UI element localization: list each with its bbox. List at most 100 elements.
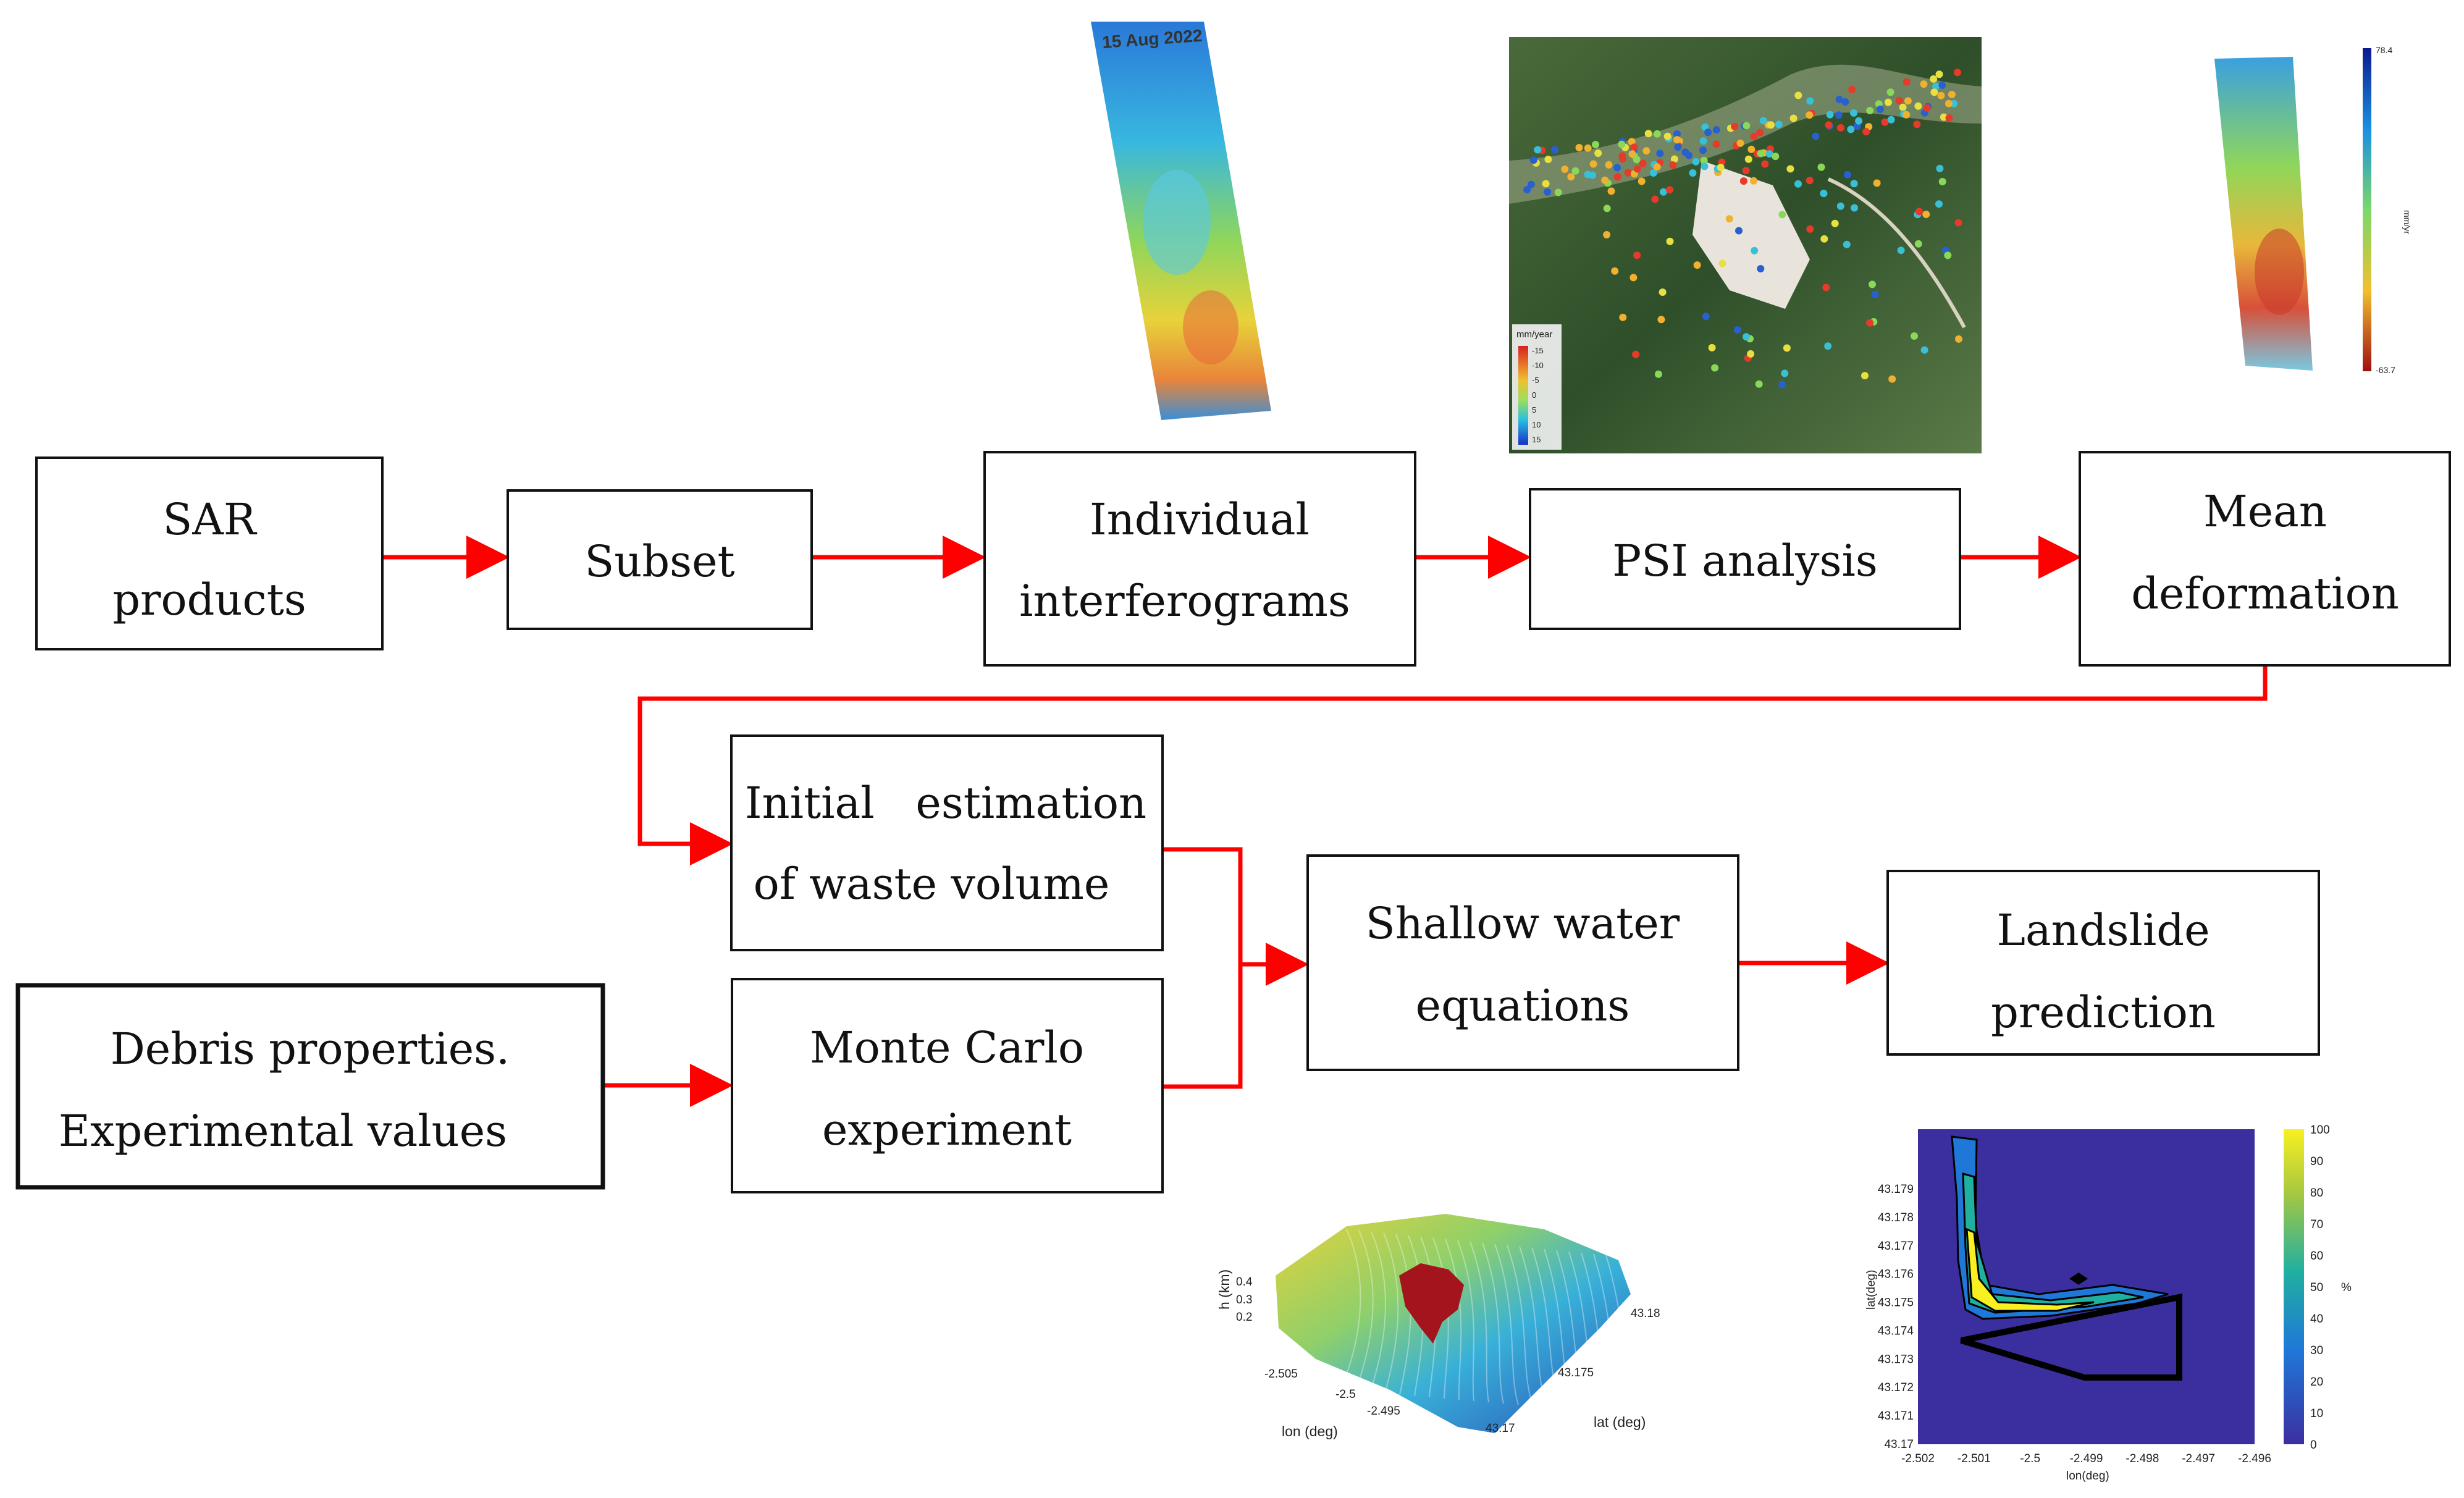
- node-label-line-2: deformation: [2131, 568, 2399, 619]
- psi-point: [1718, 259, 1726, 267]
- psi-point: [1699, 137, 1707, 145]
- psi-point: [1869, 280, 1876, 288]
- psi-point: [1920, 346, 1928, 354]
- psi-point: [1592, 141, 1599, 148]
- psi-point: [1944, 251, 1952, 259]
- psi-point: [1761, 160, 1769, 168]
- surface-landslide-mass: [1399, 1263, 1464, 1344]
- node-box: [731, 978, 1164, 1193]
- contour-colorbar-tick: 60: [2310, 1250, 2323, 1263]
- contour-y-tick: 43.17: [1884, 1438, 1914, 1451]
- mean-deformation-colorbar-unit: mm/yr: [2402, 210, 2412, 234]
- psi-map-valley: [1509, 64, 1982, 204]
- psi-point: [1866, 319, 1874, 327]
- arrow-montecarlo-to-shallow: [1163, 964, 1243, 1089]
- node-label-line-2: Experimental values: [59, 1106, 507, 1156]
- psi-point: [1812, 132, 1820, 140]
- surface-z-tick: 0.3: [1236, 1294, 1252, 1307]
- psi-point: [1601, 176, 1609, 184]
- psi-point: [1603, 204, 1611, 212]
- contour-colorbar-tick: 100: [2310, 1124, 2330, 1137]
- psi-point: [1937, 91, 1945, 99]
- node-label-line-1: SAR: [162, 494, 258, 545]
- psi-point: [1938, 178, 1946, 185]
- psi-point: [1711, 364, 1719, 372]
- contour-x-tick: -2.497: [2182, 1452, 2215, 1465]
- psi-point: [1633, 156, 1641, 164]
- connectors: [382, 536, 2268, 1107]
- psi-point: [1534, 146, 1542, 154]
- mean-deformation-colorbar-min: -63.7: [2376, 365, 2395, 375]
- surface-ridge: [1605, 1255, 1652, 1416]
- surface-ridge: [1383, 1232, 1399, 1394]
- node-label-line-2: prediction: [1991, 987, 2216, 1038]
- psi-point: [1820, 235, 1828, 243]
- psi-point: [1611, 267, 1619, 275]
- psi-legend-bar: [1518, 346, 1528, 445]
- psi-legend-value: -10: [1532, 361, 1544, 370]
- node-label-line-1: Shallow water: [1366, 898, 1680, 949]
- node-box: [35, 457, 384, 650]
- psi-point: [1666, 186, 1674, 194]
- surface-ridge: [1470, 1241, 1489, 1403]
- contour-colorbar: [2284, 1129, 2304, 1444]
- contour-colorbar-tick: 0: [2310, 1439, 2317, 1452]
- psi-point: [1920, 80, 1928, 88]
- surface-ridge: [1369, 1231, 1386, 1393]
- psi-point: [1670, 155, 1678, 163]
- psi-point: [1618, 152, 1626, 160]
- psi-point: [1757, 265, 1765, 272]
- node-label: Subset: [584, 536, 734, 587]
- psi-point: [1544, 188, 1552, 196]
- psi-point: [1826, 111, 1834, 119]
- psi-point: [1651, 195, 1659, 203]
- psi-point: [1935, 200, 1943, 208]
- surface-ridge: [1556, 1250, 1593, 1412]
- psi-point: [1783, 344, 1791, 352]
- psi-point: [1831, 219, 1839, 227]
- surface-ridge: [1531, 1247, 1563, 1409]
- surface-ridge: [1544, 1248, 1578, 1410]
- contour-colorbar-tick: 70: [2310, 1218, 2323, 1231]
- psi-map-quarry: [1692, 161, 1810, 309]
- psi-point: [1945, 114, 1953, 122]
- psi-point: [1523, 186, 1531, 194]
- surface-ridge: [1395, 1234, 1411, 1395]
- node-label-line-1: Landslide: [1996, 905, 2210, 956]
- psi-point: [1767, 121, 1775, 129]
- psi-point: [1794, 91, 1802, 99]
- psi-point: [1657, 316, 1665, 324]
- psi-point: [1666, 237, 1674, 245]
- psi-point: [1871, 290, 1879, 298]
- psi-point: [1843, 170, 1851, 179]
- contour-ylabel: lat(deg): [1865, 1270, 1878, 1310]
- psi-point: [1772, 153, 1780, 161]
- contour-xlabel: lon(deg): [2066, 1470, 2109, 1483]
- psi-point: [1692, 158, 1700, 166]
- psi-point: [1806, 177, 1814, 185]
- psi-point: [1747, 145, 1755, 153]
- node-box: [730, 734, 1164, 951]
- psi-point: [1847, 125, 1855, 133]
- psi-point: [1888, 375, 1896, 383]
- psi-point: [1734, 326, 1741, 334]
- contour-colorbar-tick: 90: [2310, 1155, 2323, 1168]
- psi-point: [1742, 167, 1750, 175]
- node-debris-properties: Debris properties. Experimental values: [15, 983, 605, 1190]
- psi-point: [1884, 98, 1892, 106]
- surface-ridge: [1593, 1253, 1638, 1415]
- node-label-line-1: Debris properties.: [111, 1024, 510, 1074]
- psi-point: [1948, 90, 1956, 98]
- psi-point: [1873, 179, 1881, 187]
- psi-point: [1642, 147, 1650, 155]
- psi-point: [1656, 149, 1664, 158]
- psi-point: [1923, 104, 1931, 112]
- contour-x-ticks: -2.502-2.501-2.5-2.499-2.498-2.497-2.496: [1901, 1452, 2271, 1465]
- psi-point: [1750, 132, 1758, 140]
- contour-x-tick: -2.501: [1957, 1452, 1991, 1465]
- node-psi-analysis: PSI analysis: [1529, 488, 1961, 630]
- psi-point: [1954, 69, 1961, 77]
- psi-point: [1554, 188, 1562, 196]
- psi-point: [1644, 130, 1652, 138]
- psi-point: [1638, 177, 1646, 185]
